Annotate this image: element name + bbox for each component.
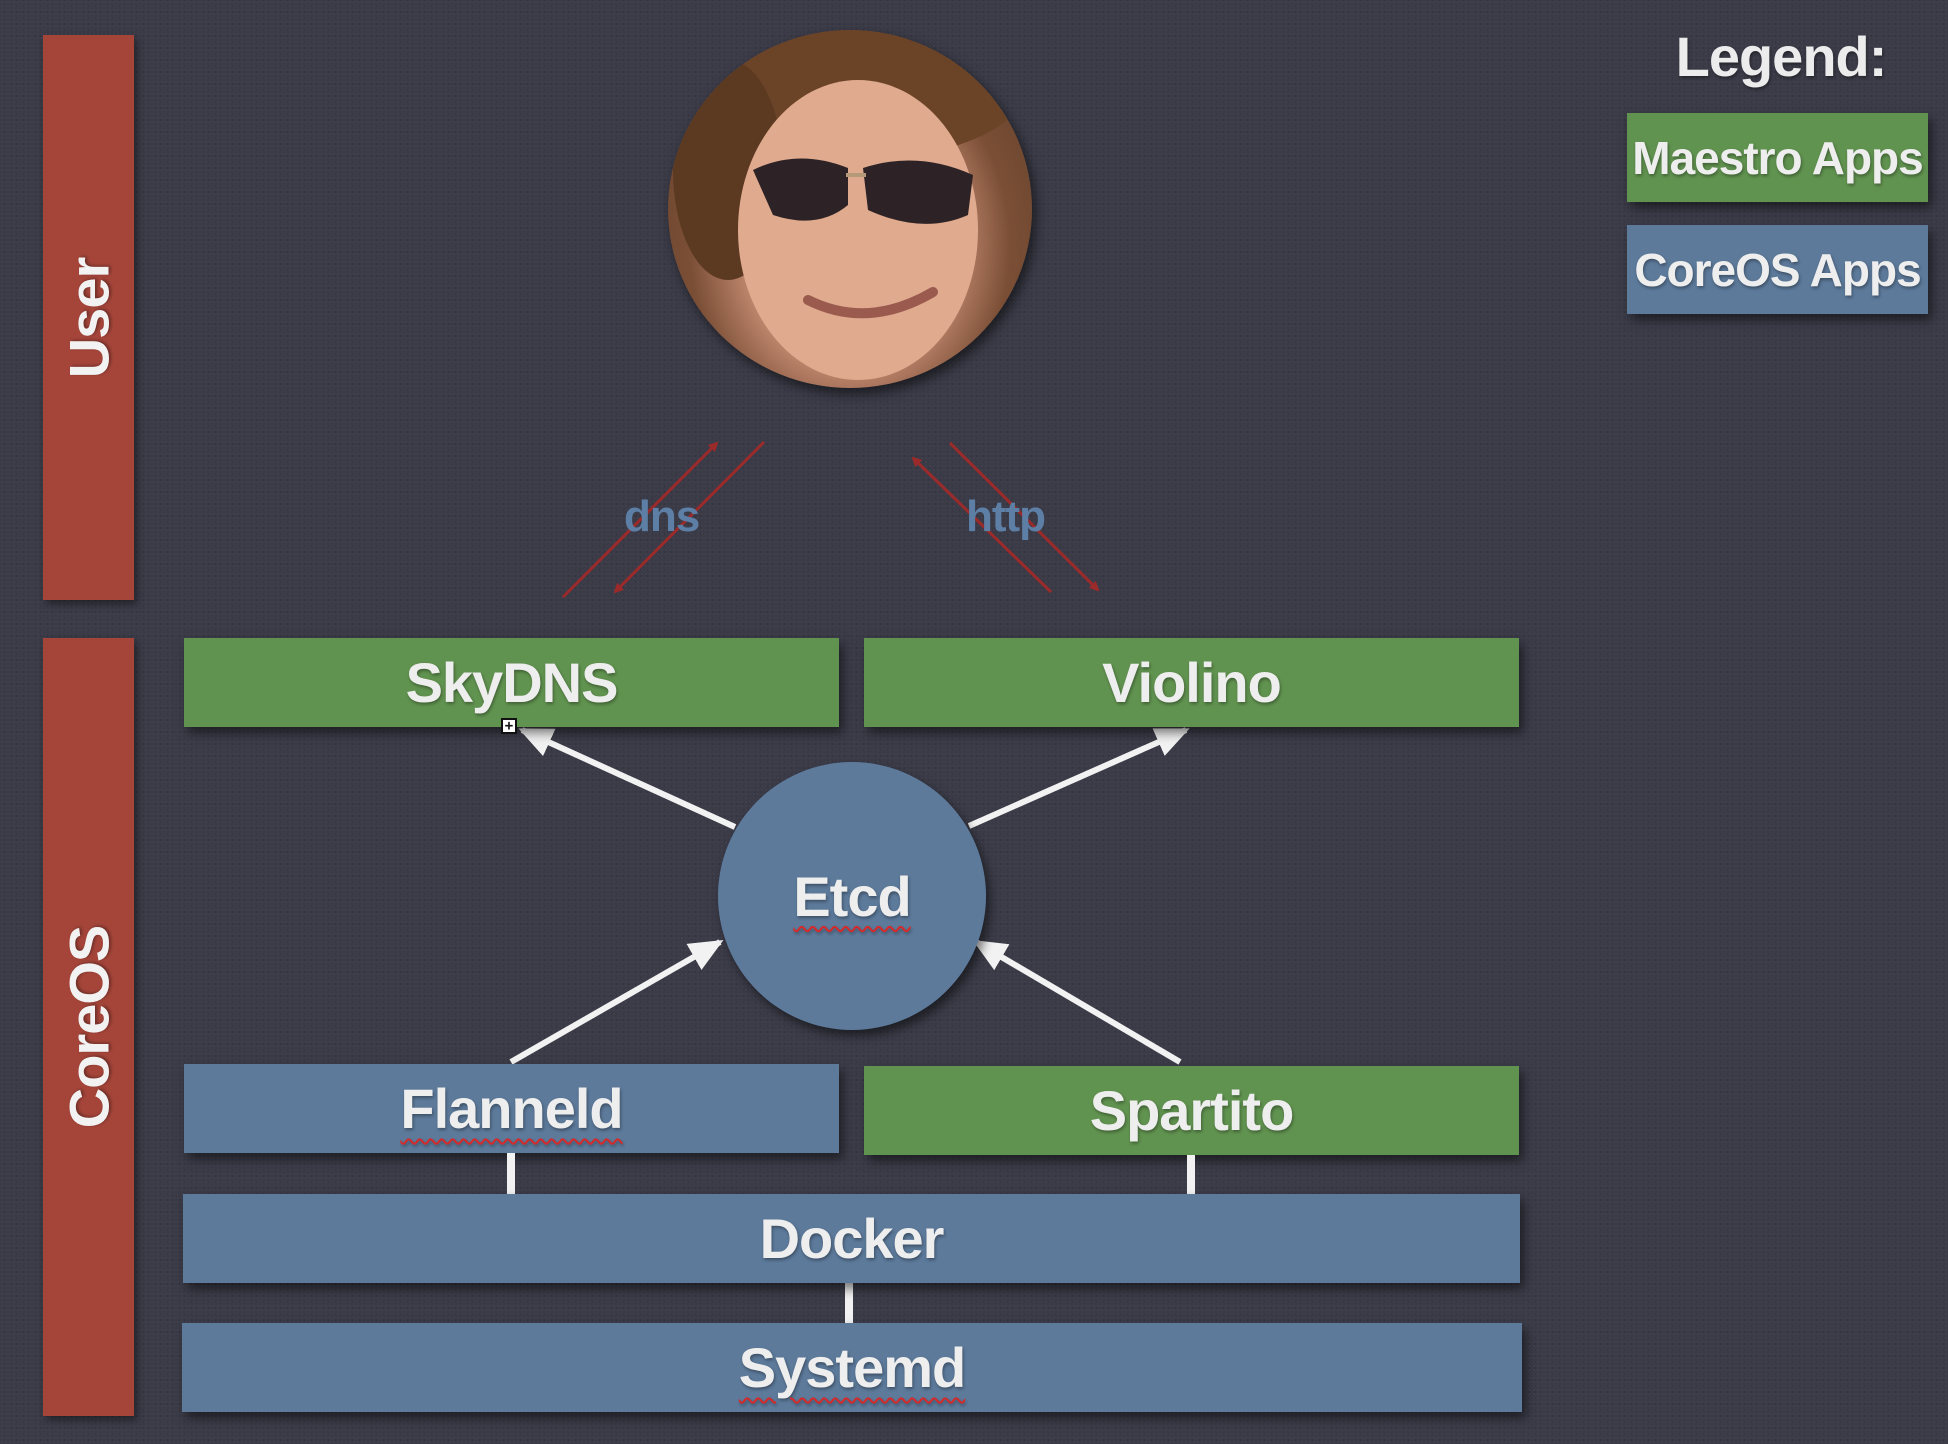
dns-label: dns <box>624 492 700 541</box>
docker-label: Docker <box>759 1207 945 1270</box>
flanneld-docker-connector <box>507 1153 515 1194</box>
violino-label: Violino <box>1102 651 1282 714</box>
http-response-arrow <box>911 456 1053 594</box>
spartito-to-etcd-arrow <box>972 939 1182 1065</box>
coreos-layer-bar: CoreOS <box>43 638 134 1416</box>
dns-request-arrow <box>561 441 719 599</box>
http-label: http <box>966 492 1046 541</box>
etcd-node: Etcd <box>718 762 986 1030</box>
spartito-box: Spartito <box>864 1066 1519 1155</box>
user-avatar <box>668 30 1032 388</box>
systemd-label: Systemd <box>738 1336 966 1399</box>
skydns-box: SkyDNS <box>184 638 839 727</box>
skydns-label: SkyDNS <box>405 651 619 714</box>
spartito-label: Spartito <box>1089 1079 1295 1142</box>
spartito-docker-connector <box>1187 1155 1195 1194</box>
user-layer-bar: User <box>43 35 134 600</box>
docker-box: Docker <box>183 1194 1520 1283</box>
etcd-to-violino-arrow <box>967 727 1190 829</box>
systemd-box: Systemd <box>182 1323 1522 1412</box>
flanneld-label: Flanneld <box>400 1077 623 1140</box>
http-request-arrow <box>948 441 1100 592</box>
etcd-to-skydns-arrow <box>518 727 737 830</box>
avatar-portrait <box>673 30 1023 380</box>
etcd-label: Etcd <box>793 864 911 928</box>
dns-response-arrow <box>613 440 766 594</box>
flanneld-to-etcd-arrow <box>509 939 724 1065</box>
violino-box: Violino <box>864 638 1519 727</box>
legend-maestro-apps: Maestro Apps <box>1627 113 1928 202</box>
legend-title: Legend: <box>1675 25 1888 88</box>
flanneld-box: Flanneld <box>184 1064 839 1153</box>
legend-coreos-apps: CoreOS Apps <box>1627 225 1928 314</box>
docker-systemd-connector <box>845 1283 853 1323</box>
move-handle-icon[interactable]: + <box>501 718 517 734</box>
